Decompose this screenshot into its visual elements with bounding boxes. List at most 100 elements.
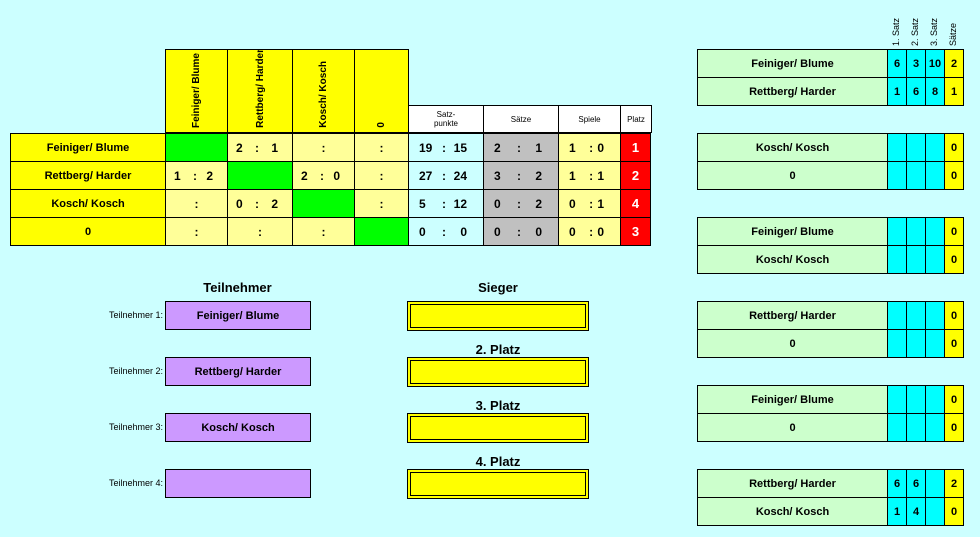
separator: :: [379, 196, 384, 211]
set-score-input[interactable]: [887, 217, 907, 246]
value-against: 1: [597, 168, 604, 183]
participant-field-2[interactable]: Rettberg/ Harder: [165, 357, 311, 386]
match-result-cell[interactable]: :: [292, 133, 355, 162]
match-result-cell[interactable]: 1:2: [165, 161, 228, 190]
set-score-input[interactable]: 10: [925, 49, 945, 78]
participant-field-4[interactable]: [165, 469, 311, 498]
match-result-cell[interactable]: :: [227, 217, 293, 246]
score-home: 0: [236, 196, 243, 211]
set-score-input[interactable]: [887, 301, 907, 330]
set-score-input[interactable]: [925, 497, 945, 526]
row-header-team: Rettberg/ Harder: [10, 161, 166, 190]
ranking-field-3[interactable]: [407, 413, 589, 443]
match-saetze: 2: [944, 469, 964, 498]
separator: :: [258, 224, 262, 239]
set-score-input[interactable]: 1: [887, 77, 907, 106]
ranking-field-1[interactable]: [407, 301, 589, 331]
ranking-title: Sieger: [478, 280, 518, 295]
set-score-input[interactable]: [925, 161, 945, 190]
separator: :: [589, 196, 594, 211]
set-score-input[interactable]: [887, 385, 907, 414]
set-score-input[interactable]: [906, 413, 926, 442]
set-score-input[interactable]: [906, 245, 926, 274]
set-score-input[interactable]: [925, 413, 945, 442]
set-score-input[interactable]: [925, 329, 945, 358]
set-score-input[interactable]: 6: [906, 77, 926, 106]
match-result-cell[interactable]: :: [354, 161, 409, 190]
participant-field-3[interactable]: Kosch/ Kosch: [165, 413, 311, 442]
set-score-input[interactable]: [906, 217, 926, 246]
stats-saetze: 3:2: [483, 161, 559, 190]
match-team-name: 0: [697, 161, 888, 190]
match-team-name: Rettberg/ Harder: [697, 469, 888, 498]
participant-field-1[interactable]: Feiniger/ Blume: [165, 301, 311, 330]
match-result-cell[interactable]: :: [165, 217, 228, 246]
set-score-input[interactable]: [925, 469, 945, 498]
score: 0:0: [559, 225, 620, 239]
set-score-input[interactable]: [925, 245, 945, 274]
set-score-input[interactable]: [887, 133, 907, 162]
match-result-cell[interactable]: :: [165, 189, 228, 218]
set-score-input[interactable]: [887, 329, 907, 358]
set-score-input[interactable]: [906, 133, 926, 162]
value-against: 0: [535, 224, 542, 239]
stats-satzpunkte: 27:24: [408, 161, 484, 190]
column-header-team: 0: [354, 49, 409, 133]
set-score-input[interactable]: 6: [887, 49, 907, 78]
set-score-input[interactable]: [925, 301, 945, 330]
match-result-cell[interactable]: 0:2: [227, 189, 293, 218]
match-saetze: 0: [944, 497, 964, 526]
match-result-cell[interactable]: :: [292, 217, 355, 246]
set-score-input[interactable]: [906, 329, 926, 358]
score: 5:12: [409, 197, 483, 211]
value-against: 12: [453, 196, 467, 211]
value-against: 24: [453, 168, 467, 183]
separator: :: [517, 224, 521, 239]
match-result-cell[interactable]: :: [354, 189, 409, 218]
match-saetze: 1: [944, 77, 964, 106]
match-result-cell[interactable]: 2:0: [292, 161, 355, 190]
set-score-input[interactable]: [925, 217, 945, 246]
ranking-field-2[interactable]: [407, 357, 589, 387]
value-for: 1: [569, 140, 576, 155]
match-team-name: Rettberg/ Harder: [697, 301, 888, 330]
set-score-input[interactable]: [887, 161, 907, 190]
set-score-input[interactable]: 1: [887, 497, 907, 526]
set-score-input[interactable]: [925, 133, 945, 162]
stats-spiele: 0:0: [558, 217, 621, 246]
row-header-team: 0: [10, 217, 166, 246]
set-score-input[interactable]: [887, 245, 907, 274]
column-header-team: Rettberg/ Harder: [227, 49, 293, 133]
score: 0:1: [559, 197, 620, 211]
stats-spiele: 1:1: [558, 161, 621, 190]
set-score-input[interactable]: [887, 413, 907, 442]
set-score-input[interactable]: 6: [887, 469, 907, 498]
score: 0:0: [484, 225, 558, 239]
match-result-cell[interactable]: 2:1: [227, 133, 293, 162]
separator: :: [589, 224, 594, 239]
set-score-input[interactable]: 4: [906, 497, 926, 526]
set-score-input[interactable]: [906, 385, 926, 414]
column-header-label: Kosch/ Kosch: [318, 61, 329, 128]
separator: :: [320, 168, 324, 183]
set-score-input[interactable]: 3: [906, 49, 926, 78]
score: 3:2: [484, 169, 558, 183]
match-saetze: 0: [944, 217, 964, 246]
set-score-input[interactable]: 8: [925, 77, 945, 106]
set-score-input[interactable]: [925, 385, 945, 414]
set-score-input[interactable]: [906, 301, 926, 330]
value-against: 1: [597, 196, 604, 211]
set-score-input[interactable]: [906, 161, 926, 190]
participant-label: Teilnehmer 1:: [108, 310, 163, 320]
match-result-cell[interactable]: :: [354, 133, 409, 162]
set-score-input[interactable]: 6: [906, 469, 926, 498]
stats-header-saetze: Sätze: [483, 105, 559, 133]
separator: :: [194, 196, 199, 211]
match-saetze: 0: [944, 161, 964, 190]
ranking-field-4[interactable]: [407, 469, 589, 499]
value-for: 0: [569, 224, 576, 239]
value-for: 0: [569, 196, 576, 211]
separator: :: [442, 196, 446, 211]
participant-label: Teilnehmer 2:: [108, 366, 163, 376]
score-away: 0: [333, 168, 340, 183]
